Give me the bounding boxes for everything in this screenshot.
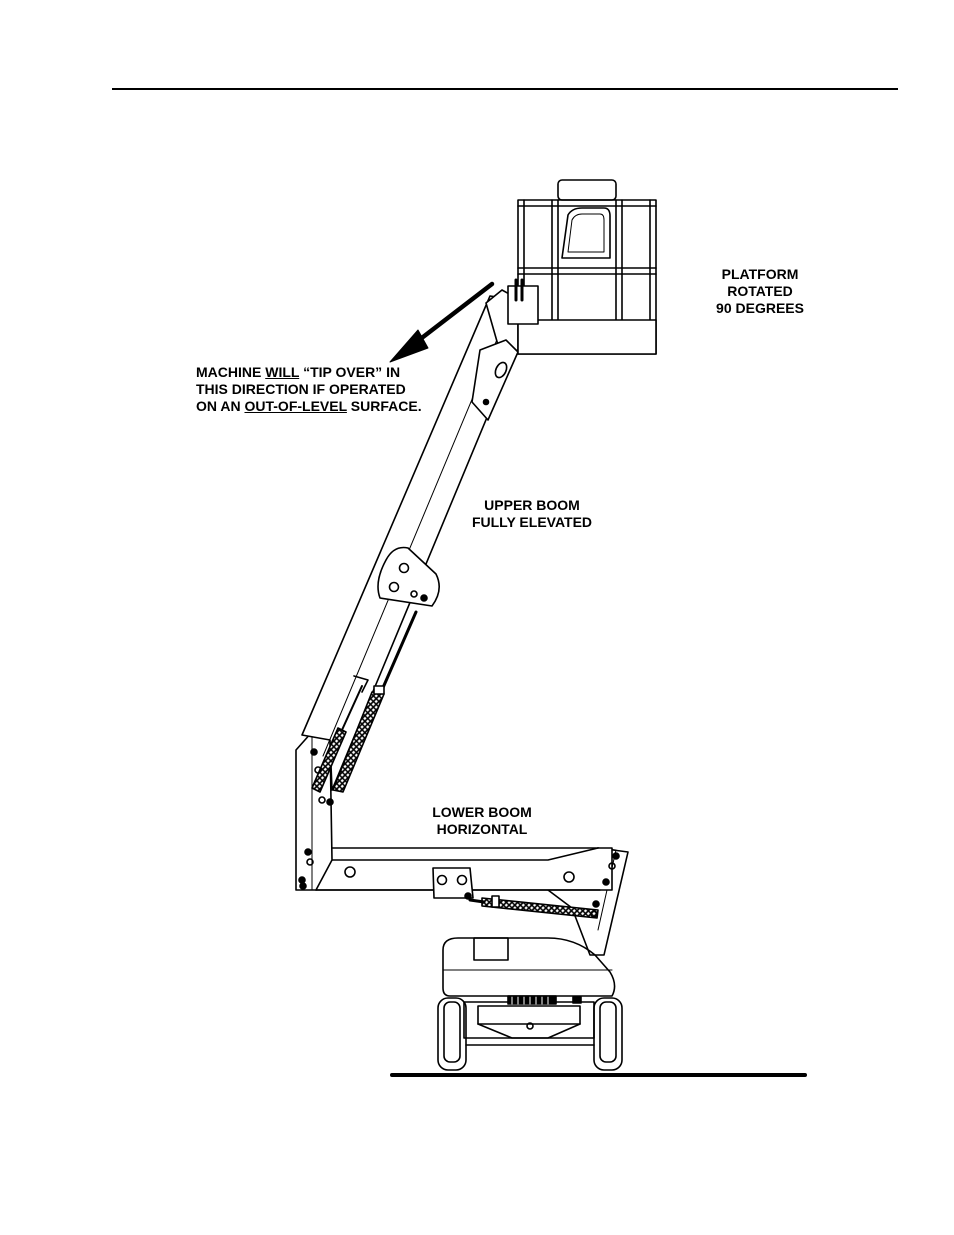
tip-over-arrow [389, 281, 495, 363]
upper-boom-label-line-2: FULLY ELEVATED [471, 514, 593, 530]
tip-over-line-3: ON AN OUT-OF-LEVEL SURFACE. [196, 398, 422, 415]
lower-boom-label-line-2: HORIZONTAL [436, 821, 528, 837]
tip-over-line-1-underlined: WILL [265, 364, 300, 380]
lower-boom-label-line-1: LOWER BOOM [432, 804, 532, 820]
tip-over-line-1: MACHINE WILL “TIP OVER” IN [196, 364, 422, 381]
platform-label-line-2: ROTATED [727, 283, 793, 299]
tip-over-line-1-a: MACHINE [196, 364, 266, 380]
platform-basket [507, 179, 657, 355]
lower-boom [315, 847, 613, 899]
lower-boom-label: LOWER BOOM HORIZONTAL [422, 804, 542, 838]
platform-label: PLATFORM ROTATED 90 DEGREES [700, 266, 820, 317]
upper-boom-label: UPPER BOOM FULLY ELEVATED [452, 497, 612, 531]
lower-boom-cylinder [468, 895, 599, 919]
platform-label-line-3: 90 DEGREES [716, 300, 804, 316]
tip-over-line-3-b: SURFACE. [346, 398, 422, 414]
tip-over-warning: MACHINE WILL “TIP OVER” IN THIS DIRECTIO… [196, 364, 422, 415]
chassis [463, 995, 595, 1039]
header-rule [112, 88, 898, 90]
tip-over-line-2: THIS DIRECTION IF OPERATED [196, 381, 406, 397]
pivot-pins [298, 748, 620, 918]
tip-over-line-3-a: ON AN [196, 398, 245, 414]
turntable [442, 937, 616, 997]
upper-boom-cylinders [311, 610, 418, 793]
tip-over-line-3-underlined: OUT-OF-LEVEL [244, 398, 347, 414]
upper-boom-bracket [377, 546, 440, 607]
platform-label-line-1: PLATFORM [721, 266, 799, 282]
tip-over-line-1-b: “TIP OVER” IN [299, 364, 401, 380]
upper-boom-label-line-1: UPPER BOOM [484, 497, 580, 513]
